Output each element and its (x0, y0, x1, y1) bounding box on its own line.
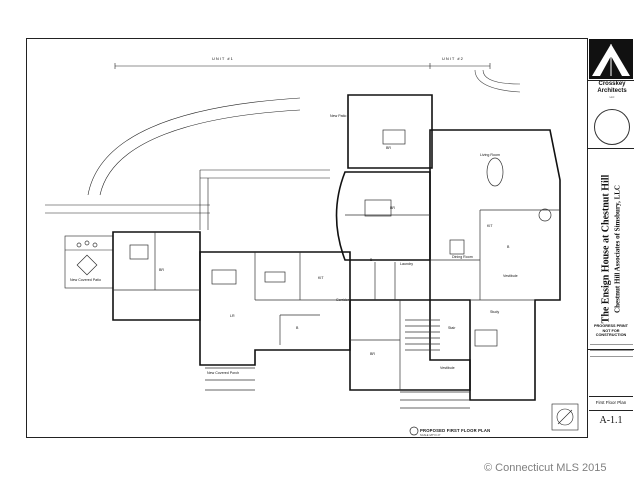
progress-line-2: NOT FOR (602, 328, 620, 333)
room-new-covered-patio: New Covered Patio (70, 278, 101, 282)
room-br-bottom: BR (370, 352, 375, 356)
firm-logo (588, 38, 634, 81)
meta-row (590, 356, 633, 357)
room-kit-center: KIT (318, 276, 324, 280)
drawing-border (26, 38, 634, 438)
room-bath-3: B (507, 245, 510, 249)
plan-title: PROPOSED FIRST FLOOR PLAN (420, 428, 491, 433)
drive-curve-outer (87, 97, 301, 196)
client-name: Chestnut Hill Associates of Simsbury, LL… (613, 185, 622, 313)
dining-table-shape (486, 157, 504, 187)
room-dining-room: Dining Room (452, 255, 473, 259)
room-br-center: BR (390, 206, 395, 210)
title-block: Crosskey Architects LLC The Ensign House… (587, 38, 634, 438)
project-title-panel: The Ensign House at Chestnut Hill Chestn… (588, 148, 634, 350)
room-new-covered-porch: New Covered Porch (207, 371, 240, 375)
patio-block-walls (347, 94, 433, 169)
central-block-walls (335, 171, 431, 261)
meta-row (590, 350, 633, 351)
progress-line-1: PROGRESS PRINT (594, 324, 628, 328)
professional-seal (594, 109, 630, 145)
unit-1-label: UNIT #1 (212, 56, 234, 61)
center-unit-walls (199, 251, 351, 366)
room-kit-right: KIT (487, 224, 493, 228)
firm-name-line-1: Crosskey (598, 81, 626, 87)
meta-row (590, 344, 633, 345)
room-br-patio: BR (386, 146, 391, 150)
drive-curve-inner (99, 109, 301, 196)
firm-details: LLC (609, 96, 615, 99)
room-living-room: Living Room (480, 153, 500, 157)
patio-table-shape (382, 129, 406, 145)
progress-line-3: CONSTRUCTION (595, 333, 627, 337)
right-unit-walls (429, 129, 561, 401)
unit-2-label: UNIT #2 (442, 56, 464, 61)
room-new-patio: New Patio (330, 114, 347, 118)
room-bath-2: B (296, 326, 299, 330)
firm-name: Crosskey Architects (590, 81, 634, 94)
room-vestibule-right: Vestibule (503, 274, 518, 278)
room-br-left: BR (159, 268, 164, 272)
plan-scale: SCALE 1/8"=1'-0" (420, 434, 441, 437)
progress-print-note: PROGRESS PRINT NOT FOR CONSTRUCTION (589, 324, 633, 338)
room-laundry: Laundry (400, 262, 413, 266)
sheet-title: First Floor Plan (589, 396, 633, 405)
room-vestibule-bottom: Vestibule (440, 366, 455, 370)
room-corridor: Corridor (336, 298, 349, 302)
firm-name-line-2: Architects (597, 87, 627, 94)
room-lr: LR (230, 314, 235, 318)
project-title: The Ensign House at Chestnut Hill (600, 174, 612, 324)
sheet-number: A-1.1 (589, 410, 633, 426)
north-arrow (551, 403, 579, 431)
corridor-wing-walls (349, 299, 471, 391)
room-study: Study (490, 310, 500, 314)
room-bath-1: B (370, 258, 373, 262)
room-stair: Stair (448, 326, 456, 330)
copyright-watermark: © Connecticut MLS 2015 (484, 462, 607, 474)
